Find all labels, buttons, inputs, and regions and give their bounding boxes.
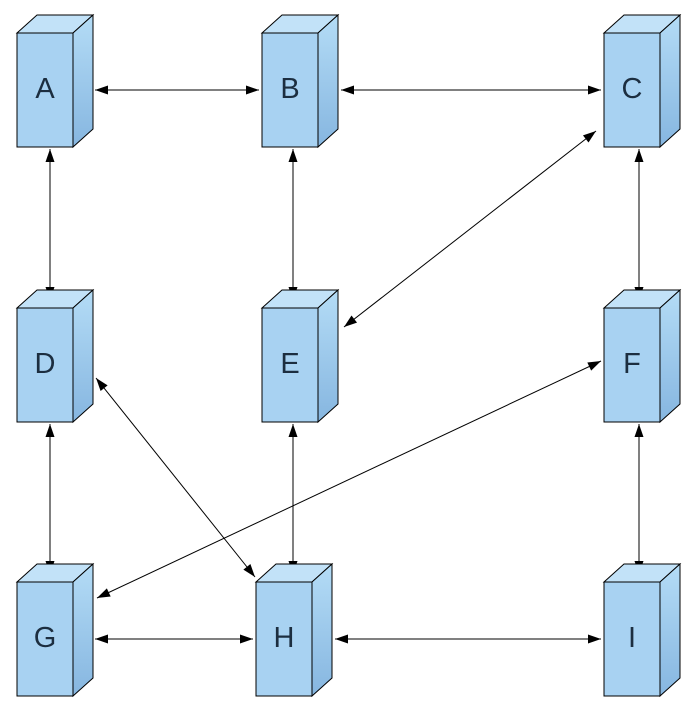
node-C-label: C: [622, 73, 643, 105]
node-E-front-face: [261, 307, 319, 423]
node-H[interactable]: H: [254, 562, 334, 698]
node-H-label: H: [274, 622, 295, 654]
arrow-head: [240, 634, 253, 644]
node-F-side-face: [659, 288, 681, 424]
arrow-head: [95, 85, 108, 95]
node-E-side-face: [317, 288, 339, 424]
node-E[interactable]: E: [260, 288, 340, 424]
arrow-head: [288, 149, 298, 162]
arrow-head: [96, 378, 108, 391]
node-B-label: B: [280, 73, 299, 105]
arrow-head: [243, 564, 255, 577]
node-I-side-face: [659, 562, 681, 698]
edge-line-C-E: [343, 130, 597, 328]
arrow-head: [588, 85, 601, 95]
edge-C-E: [343, 130, 597, 328]
node-D-label: D: [35, 348, 56, 380]
arrow-head: [344, 315, 358, 327]
node-A-side-face: [72, 13, 94, 149]
node-B-front-face: [261, 32, 319, 148]
node-D[interactable]: D: [15, 288, 95, 424]
node-I[interactable]: I: [602, 562, 682, 698]
node-H-side-face: [311, 562, 333, 698]
node-A[interactable]: A: [15, 13, 95, 149]
node-C-front-face: [603, 32, 661, 148]
node-D-side-face: [72, 288, 94, 424]
node-A-front-face: [16, 32, 74, 148]
edge-line-D-H: [95, 377, 256, 578]
edges-layer: [45, 85, 644, 644]
node-I-front-face: [603, 581, 661, 697]
arrow-head: [341, 85, 354, 95]
edge-A-D: [45, 149, 55, 300]
node-F[interactable]: F: [602, 288, 682, 424]
node-H-front-face: [255, 581, 313, 697]
edge-D-G: [45, 424, 55, 574]
edge-A-B: [95, 85, 259, 95]
arrow-head: [97, 588, 111, 598]
node-G[interactable]: G: [15, 562, 95, 698]
arrow-head: [45, 149, 55, 162]
arrow-head: [288, 424, 298, 437]
node-A-label: A: [35, 73, 55, 105]
edge-G-F: [96, 360, 602, 599]
node-F-label: F: [623, 348, 641, 380]
arrow-head: [582, 131, 596, 143]
edge-B-E: [288, 149, 298, 300]
node-G-label: G: [34, 622, 57, 654]
arrow-head: [587, 361, 601, 371]
node-B-side-face: [317, 13, 339, 149]
edge-C-F: [634, 149, 644, 300]
edge-B-C: [341, 85, 601, 95]
arrow-head: [45, 424, 55, 437]
node-E-label: E: [280, 348, 299, 380]
arrow-head: [634, 149, 644, 162]
edge-line-G-F: [96, 360, 602, 599]
arrow-head: [634, 424, 644, 437]
node-G-front-face: [16, 581, 74, 697]
node-B[interactable]: B: [260, 13, 340, 149]
edge-D-H: [95, 377, 256, 578]
edge-G-H: [95, 634, 253, 644]
node-G-side-face: [72, 562, 94, 698]
edge-H-I: [335, 634, 601, 644]
node-F-front-face: [603, 307, 661, 423]
arrow-head: [588, 634, 601, 644]
arrow-head: [246, 85, 259, 95]
node-I-label: I: [628, 622, 636, 654]
node-C[interactable]: C: [602, 13, 682, 149]
arrow-head: [95, 634, 108, 644]
node-D-front-face: [16, 307, 74, 423]
arrow-head: [335, 634, 348, 644]
nodes-layer: A B C D E F G H I: [15, 13, 682, 698]
edge-E-H: [288, 424, 298, 574]
edge-F-I: [634, 424, 644, 574]
node-C-side-face: [659, 13, 681, 149]
